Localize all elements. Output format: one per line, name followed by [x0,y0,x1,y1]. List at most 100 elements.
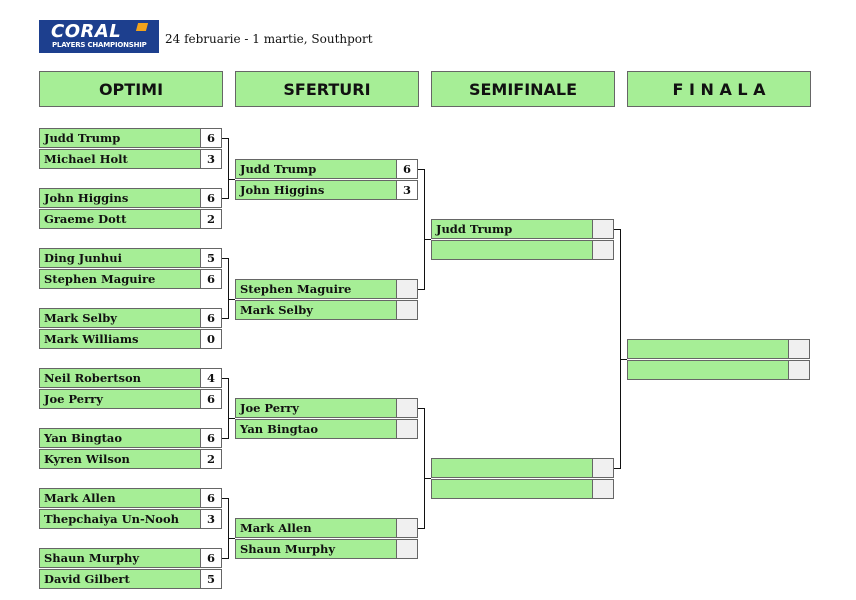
player-name: Mark Allen [39,488,201,508]
player-score [396,279,418,299]
player-name: Mark Selby [235,300,397,320]
player-score: 2 [200,209,222,229]
bracket-connector [620,359,627,360]
semifinale-match-2-player-2-row [431,479,614,499]
player-name: Mark Allen [235,518,397,538]
header-finala: F I N A L A [627,71,811,107]
bracket-connector [418,408,424,409]
bracket-connector [228,299,235,300]
player-name: Shaun Murphy [39,548,201,568]
player-score: 3 [200,509,222,529]
bracket-connector [228,179,235,180]
player-name: Judd Trump [39,128,201,148]
player-score [396,300,418,320]
player-name [627,339,789,359]
player-score: 6 [200,308,222,328]
player-score: 0 [200,329,222,349]
bracket-connector [222,138,228,139]
semifinale-match-2-player-1-row [431,458,614,478]
bracket-connector [424,478,431,479]
bracket-connector [614,468,620,469]
flag-icon [135,23,149,31]
bracket-connector [228,258,229,319]
player-name: David Gilbert [39,569,201,589]
player-name: John Higgins [235,180,397,200]
coral-logo: CORAL PLAYERS CHAMPIONSHIP [39,20,159,53]
header-semifinale: SEMIFINALE [431,71,615,107]
bracket-connector [614,229,620,230]
logo-subtitle: PLAYERS CHAMPIONSHIP [52,41,147,49]
player-score [396,398,418,418]
player-name: Mark Selby [39,308,201,328]
bracket-connector [418,528,424,529]
player-name: John Higgins [39,188,201,208]
player-name: Joe Perry [39,389,201,409]
player-score: 6 [200,548,222,568]
player-name: Michael Holt [39,149,201,169]
player-name: Stephen Maguire [39,269,201,289]
player-score: 4 [200,368,222,388]
header-sferturi: SFERTURI [235,71,419,107]
player-name: Thepchaiya Un-Nooh [39,509,201,529]
player-score: 2 [200,449,222,469]
player-score [788,339,810,359]
bracket-connector [222,498,228,499]
player-name: Shaun Murphy [235,539,397,559]
bracket-connector [424,169,425,290]
bracket-connector [222,558,228,559]
player-name: Neil Robertson [39,368,201,388]
bracket-connector [222,438,228,439]
semifinale-match-1-player-2-row [431,240,614,260]
bracket-connector [222,318,228,319]
player-name: Judd Trump [431,219,593,239]
player-score: 6 [200,488,222,508]
player-score: 6 [200,128,222,148]
bracket-connector [222,258,228,259]
player-score: 3 [200,149,222,169]
player-name: Stephen Maguire [235,279,397,299]
bracket-connector [228,538,235,539]
player-name: Yan Bingtao [39,428,201,448]
sferturi-match-4-player-2-row: Shaun Murphy [235,539,418,559]
bracket-connector [222,378,228,379]
sferturi-match-4-player-1-row: Mark Allen [235,518,418,538]
sferturi-match-3-player-1-row: Joe Perry [235,398,418,418]
finala-match-1-player-2-row [627,360,810,380]
bracket-connector [228,418,235,419]
player-name: Judd Trump [235,159,397,179]
sferturi-match-2-player-2-row: Mark Selby [235,300,418,320]
player-score: 6 [200,269,222,289]
sferturi-match-3-player-2-row: Yan Bingtao [235,419,418,439]
player-name: Yan Bingtao [235,419,397,439]
logo-brand: CORAL [51,21,122,42]
bracket-connector [222,198,228,199]
finala-match-1-player-1-row [627,339,810,359]
header-optimi: OPTIMI [39,71,223,107]
player-name: Mark Williams [39,329,201,349]
player-name [431,240,593,260]
bracket-connector [418,169,424,170]
player-score: 6 [200,389,222,409]
bracket-connector [228,378,229,439]
player-name: Graeme Dott [39,209,201,229]
player-score: 6 [200,188,222,208]
semifinale-match-1-player-1-row: Judd Trump [431,219,614,239]
bracket-connector [418,289,424,290]
player-name: Kyren Wilson [39,449,201,469]
player-score [592,240,614,260]
